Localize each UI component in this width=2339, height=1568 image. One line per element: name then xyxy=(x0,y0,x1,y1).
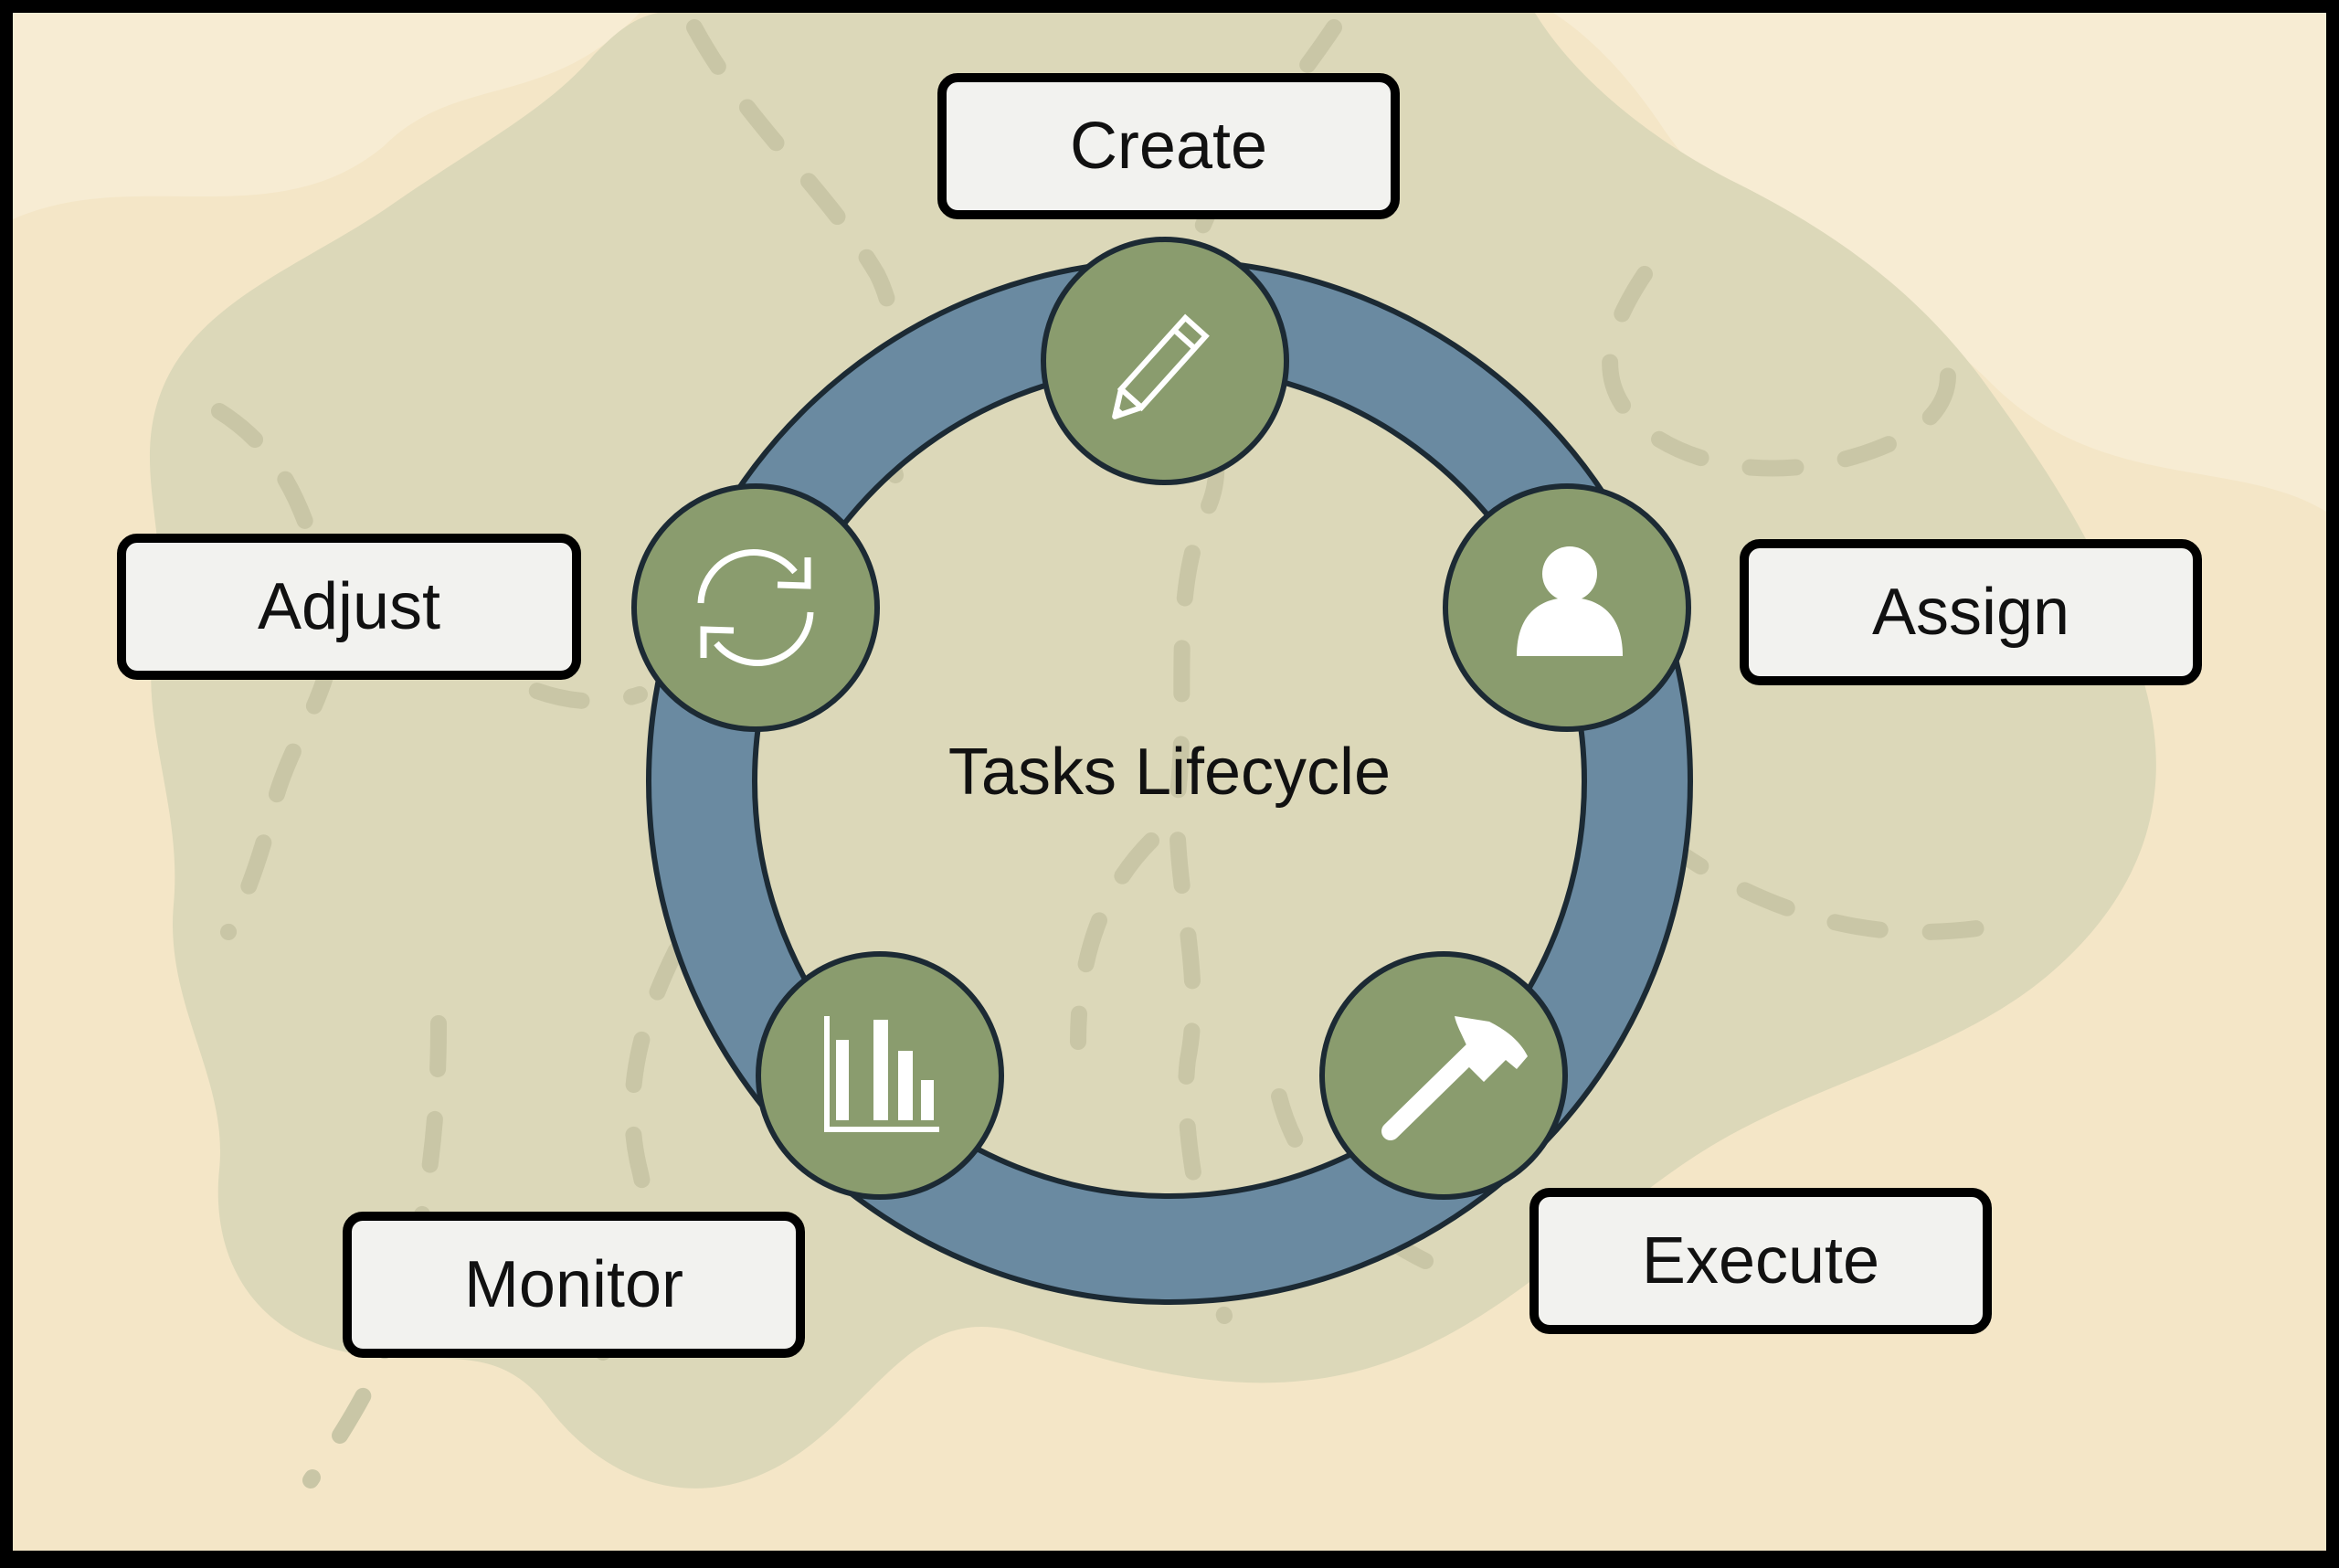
dashed-path xyxy=(1602,266,1956,477)
refresh-cycle-icon xyxy=(697,549,814,666)
dashed-path xyxy=(686,19,904,483)
node-execute xyxy=(1319,951,1568,1200)
node-create xyxy=(1041,237,1289,485)
dashed-path xyxy=(1070,832,1159,1050)
dashed-path xyxy=(1655,832,2006,941)
node-adjust xyxy=(631,483,880,732)
node-create-circle xyxy=(1041,237,1289,485)
background-wash xyxy=(13,13,640,219)
stage-label-create: Create xyxy=(937,73,1400,219)
dashed-path xyxy=(595,942,684,1361)
bar-chart-icon xyxy=(824,1016,939,1132)
stage-label-monitor: Monitor xyxy=(343,1212,805,1358)
hammer-icon xyxy=(1381,1016,1528,1140)
node-adjust-circle xyxy=(631,483,880,732)
background-wash xyxy=(1553,13,2326,512)
background-blob xyxy=(149,13,2156,1489)
dashed-path xyxy=(302,1015,447,1489)
stage-label-assign: Assign xyxy=(1740,539,2202,685)
node-assign xyxy=(1443,483,1691,732)
stage-label-adjust: Adjust xyxy=(117,534,581,680)
diagram-title: Tasks Lifecycle xyxy=(947,736,1392,809)
dashed-path xyxy=(1169,19,1342,1324)
node-monitor xyxy=(756,951,1004,1200)
pencil-icon xyxy=(1112,313,1210,419)
person-icon xyxy=(1517,546,1623,656)
stage-label-execute: Execute xyxy=(1529,1188,1992,1334)
